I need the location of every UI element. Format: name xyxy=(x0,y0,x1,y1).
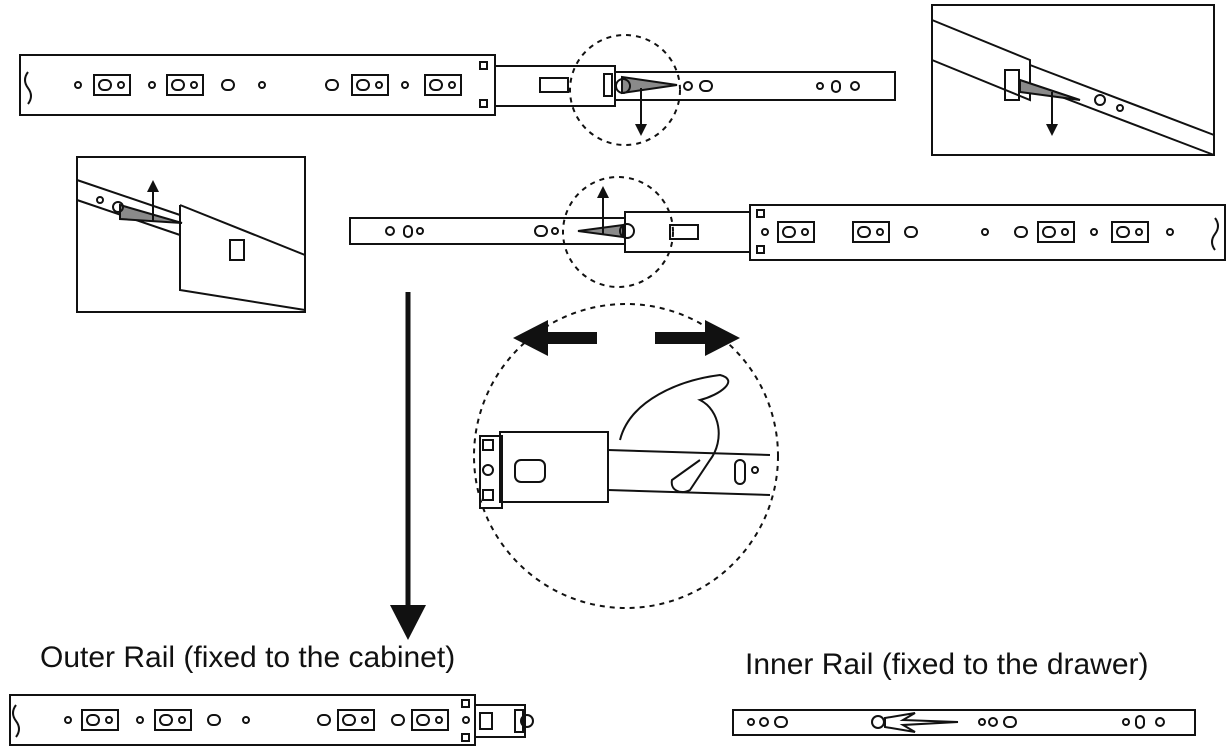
outer-rail-separated xyxy=(9,694,534,746)
detail-inset-lever-down xyxy=(931,4,1215,156)
release-lever xyxy=(621,75,678,95)
rail-assembly-step-2 xyxy=(349,176,1226,288)
pull-callout-circle xyxy=(473,303,779,609)
inner-rail-caption: Inner Rail (fixed to the drawer) xyxy=(745,648,1149,681)
inner-rail-separated xyxy=(732,709,1196,736)
outer-rail-body xyxy=(749,204,1226,261)
lever-callout-circle xyxy=(569,34,681,146)
pull-apart-detail xyxy=(473,303,779,609)
detail-inset-lever-up xyxy=(76,156,306,313)
lever-callout-circle xyxy=(562,176,674,288)
inner-rail xyxy=(732,709,1196,736)
hand-illustration xyxy=(619,373,730,493)
mounting-bracket xyxy=(424,74,462,96)
rail-assembly-step-1 xyxy=(19,34,896,146)
mounting-bracket xyxy=(351,74,389,96)
middle-rail xyxy=(474,704,526,738)
middle-rail xyxy=(624,211,751,253)
release-lever xyxy=(884,712,959,733)
release-lever xyxy=(577,223,624,239)
rail-end-bracket xyxy=(24,71,32,105)
mounting-bracket xyxy=(93,74,131,96)
mounting-bracket xyxy=(166,74,204,96)
middle-rail xyxy=(494,65,616,107)
outer-rail-body xyxy=(19,54,496,116)
outer-rail-caption: Outer Rail (fixed to the cabinet) xyxy=(40,641,456,674)
double-arrow-icon xyxy=(513,320,740,356)
